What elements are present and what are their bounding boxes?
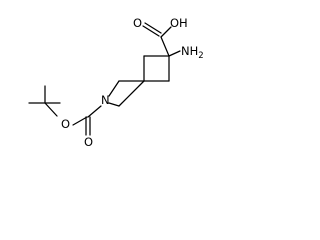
bond-acid-carbonyl-double-a — [142, 25, 160, 37]
label-acid-oh: OH — [170, 16, 188, 30]
label-acid-carbonyl-o: O — [133, 16, 142, 30]
bond-ester-o-to-carbonyl — [72, 116, 88, 126]
bond-azetidine-bottom-spiro — [118, 80, 145, 107]
bond-azetidine-n-bottom — [108, 102, 120, 107]
structure-diagram: O OH NH2 N O O — [28, 16, 204, 149]
bond-to-amine — [168, 50, 181, 57]
bond-carbonyl-to-ring-n — [87, 105, 102, 118]
label-amine-main: NH — [181, 44, 198, 58]
label-boc-carbonyl-o: O — [84, 135, 93, 149]
label-ring-n: N — [101, 93, 110, 107]
label-amine-subscript: 2 — [198, 51, 203, 61]
molecule-canvas: O OH NH2 N O O — [28, 16, 204, 149]
bond-acid-carbonyl-double-b — [144, 22, 162, 34]
label-ester-o: O — [61, 117, 70, 131]
bond-acid-c-oh — [160, 26, 172, 38]
bond-azetidine-n-top — [108, 80, 120, 97]
label-amine: NH2 — [181, 44, 204, 61]
bond-to-carboxyl-carbon — [160, 36, 170, 57]
bond-tbu-to-ester-o — [44, 102, 58, 117]
